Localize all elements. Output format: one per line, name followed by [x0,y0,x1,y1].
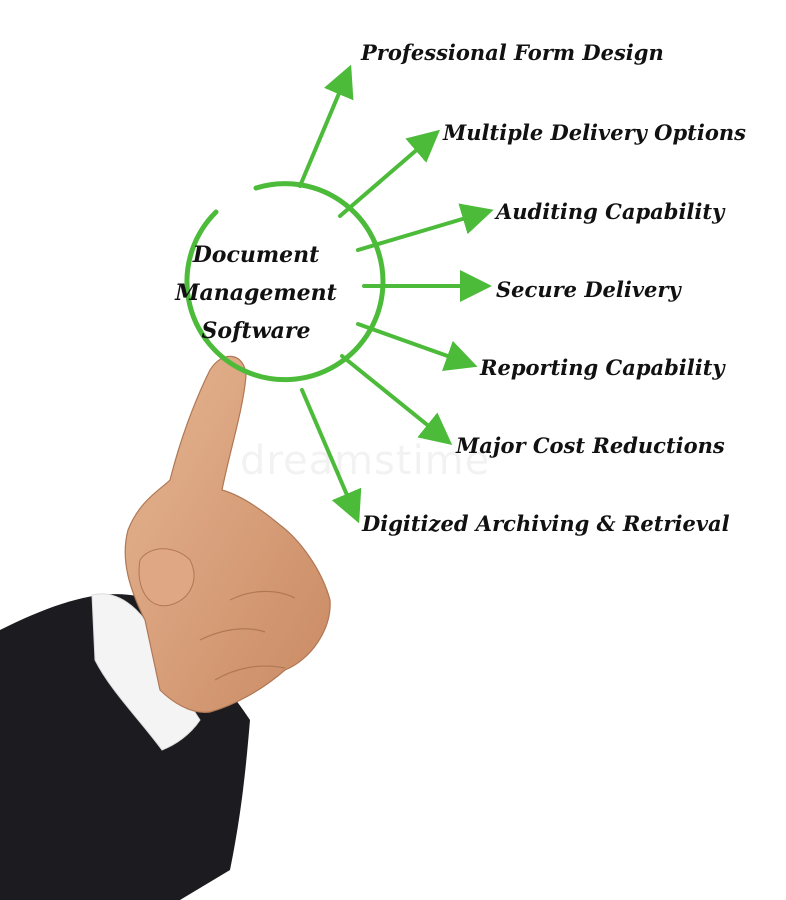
arrow-major-cost-reductions [340,354,453,446]
arrow-multiple-delivery-options [338,129,441,218]
branch-label-reporting-capability: Reporting Capability [480,355,725,380]
finger-creases [199,590,296,681]
hub-label-line-2: Management [175,280,337,306]
hub-label: Document Management Software [160,236,352,350]
arrow-auditing-capability [356,203,494,252]
branch-label-major-cost-reductions: Major Cost Reductions [456,433,725,458]
branch-label-multiple-delivery-options: Multiple Delivery Options [443,120,746,145]
watermark: dreamstime [240,438,491,484]
branch-label-auditing-capability: Auditing Capability [496,199,725,224]
arrow-reporting-capability [356,322,478,371]
branch-label-digitized-archiving-retrieval: Digitized Archiving & Retrieval [362,511,730,536]
arrow-professional-form-design [298,64,354,188]
thumb [138,548,195,607]
branch-label-secure-delivery: Secure Delivery [496,277,681,302]
arrow-digitized-archiving-retrieval [300,388,362,524]
hub-circle [184,181,386,383]
hub-label-line-1: Document [192,242,320,268]
shirt-cuff [91,593,201,751]
arrow-group [298,64,494,524]
branch-label-professional-form-design: Professional Form Design [361,40,664,65]
pointing-hand [124,355,331,713]
hub-label-line-3: Software [201,318,311,344]
